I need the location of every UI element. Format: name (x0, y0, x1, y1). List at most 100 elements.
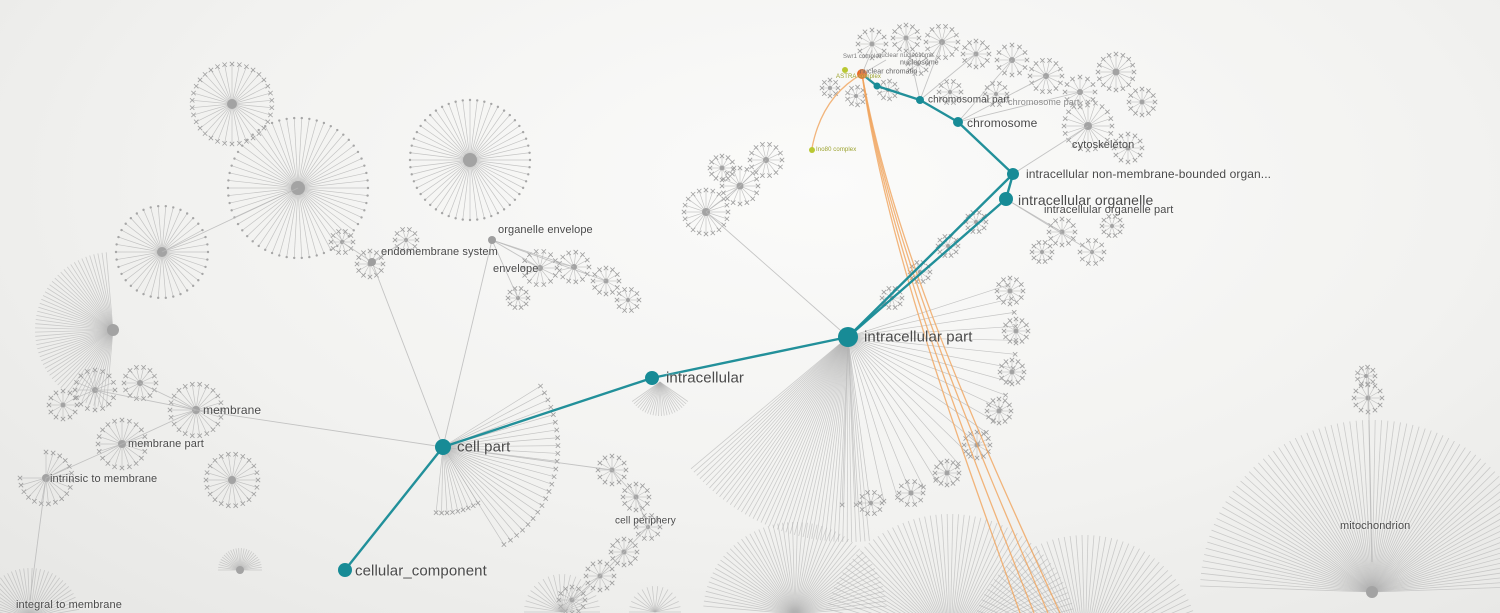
radial-fan (747, 141, 785, 179)
node-gray[interactable] (488, 236, 496, 244)
radial-fan (923, 23, 961, 61)
radial-fan (1077, 238, 1107, 266)
radial-fan (35, 252, 119, 408)
radial-fan (707, 153, 737, 183)
label-swr1-complex: Swr1 complex (843, 54, 882, 60)
radial-fan (826, 514, 1074, 613)
label-intracellular[interactable]: intracellular (666, 369, 744, 387)
radial-fan (524, 574, 600, 613)
radial-fan (905, 52, 931, 76)
label-cellular-component[interactable]: cellular_component (355, 562, 487, 580)
label-cytoskeleton[interactable]: cytoskeleton (1072, 139, 1135, 151)
node-chromatin-cluster-node[interactable] (873, 82, 881, 90)
radial-fan (631, 381, 689, 416)
radial-fan (994, 42, 1030, 78)
radial-fan (994, 275, 1026, 307)
label-membrane-part[interactable]: membrane part (128, 438, 204, 450)
radial-fan (633, 513, 663, 541)
orange-edge-layer (811, 73, 1061, 613)
radial-fan (1095, 51, 1137, 93)
label-nuclear-nucleosome: nuclear nucleosome (878, 53, 934, 59)
node-cellular-component[interactable] (338, 563, 352, 577)
label-chromosome-part[interactable]: chromosome part (1008, 97, 1080, 107)
radial-fan (1111, 131, 1145, 165)
radial-fan (857, 490, 885, 516)
label-chromosomal-part[interactable]: chromosomal part (928, 94, 1010, 106)
radial-fan (845, 84, 868, 108)
radial-fan (72, 367, 118, 413)
node-chromosomal-part[interactable] (916, 96, 924, 104)
radial-fan (629, 586, 681, 613)
node-highlight-secondary[interactable] (809, 147, 815, 153)
label-intracellular-non-membrane-bounded-organ[interactable]: intracellular non-membrane-bounded organ… (1026, 167, 1272, 181)
radial-fan (1200, 420, 1500, 598)
radial-fan (997, 357, 1027, 387)
label-astra-complex: ASTRA complex (836, 74, 881, 80)
label-chromosome[interactable]: chromosome (967, 116, 1038, 130)
label-cell-part[interactable]: cell part (457, 438, 511, 456)
radial-fan (984, 396, 1014, 426)
label-intracellular-organelle-part[interactable]: intracellular organelle part (1044, 204, 1174, 216)
radial-fan (932, 458, 962, 488)
radial-fan (936, 79, 964, 105)
radial-fan (520, 248, 560, 288)
label-nucleosome: nucleosome (900, 59, 939, 67)
fan-layer (0, 22, 1500, 613)
radial-fan (855, 27, 889, 61)
radial-fan (681, 187, 731, 237)
radial-fan (690, 336, 870, 543)
radial-fan (614, 287, 642, 313)
label-intrinsic-to-membrane[interactable]: intrinsic to membrane (50, 473, 158, 485)
radial-fan (1001, 316, 1031, 346)
radial-fan (505, 286, 531, 310)
label-organelle-envelope[interactable]: organelle envelope (498, 224, 593, 236)
radial-fan (890, 22, 922, 54)
radial-fan (1027, 57, 1065, 95)
node-chromosome[interactable] (953, 117, 963, 127)
node-intracellular[interactable] (645, 371, 659, 385)
radial-fan (1355, 364, 1378, 388)
radial-fan (1029, 240, 1055, 264)
radial-fan (226, 116, 370, 260)
label-ino80-complex: Ino80 complex (816, 147, 857, 153)
radial-fan (0, 568, 80, 613)
node-gray[interactable] (368, 258, 376, 266)
label-nuclear-chromatin: nuclear chromatin (860, 68, 918, 76)
radial-fan (167, 381, 225, 439)
teal-edge-layer (343, 72, 1015, 572)
node-intracellular-part[interactable] (838, 327, 858, 347)
radial-fan (976, 535, 1194, 613)
label-intracellular-organelle[interactable]: intracellular organelle (1018, 192, 1154, 208)
radial-fan (218, 548, 262, 574)
node-selected-orange[interactable] (857, 69, 867, 79)
radial-fan (203, 451, 261, 509)
node-intracellular-organelle[interactable] (999, 192, 1013, 206)
radial-fan (608, 536, 640, 568)
label-intracellular-part[interactable]: intracellular part (864, 328, 973, 346)
label-cell-periphery[interactable]: cell periphery (615, 515, 676, 527)
radial-fan (46, 388, 80, 422)
radial-fan (114, 204, 210, 300)
radial-fan (433, 446, 481, 516)
label-integral-to-membrane[interactable]: integral to membrane (16, 599, 122, 611)
gray-edge-layer (29, 37, 1373, 601)
radial-fan (1126, 86, 1158, 118)
label-envelope[interactable]: envelope (493, 263, 539, 275)
radial-fan (583, 559, 617, 593)
label-membrane[interactable]: membrane (203, 403, 262, 417)
radial-fan (703, 522, 887, 613)
label-mitochondrion[interactable]: mitochondrion (1340, 520, 1411, 532)
radial-fan (1099, 214, 1125, 238)
node-intracellular-non-membrane-bounded-organelle[interactable] (1007, 168, 1019, 180)
node-highlight-secondary[interactable] (842, 67, 848, 73)
label-endomembrane-system[interactable]: endomembrane system (381, 246, 498, 258)
radial-fan (896, 479, 926, 507)
radial-fan (408, 98, 532, 222)
node-cell-part[interactable] (435, 439, 451, 455)
node-layer (338, 67, 1019, 577)
radial-fan (819, 77, 841, 99)
radial-fan (392, 227, 420, 253)
